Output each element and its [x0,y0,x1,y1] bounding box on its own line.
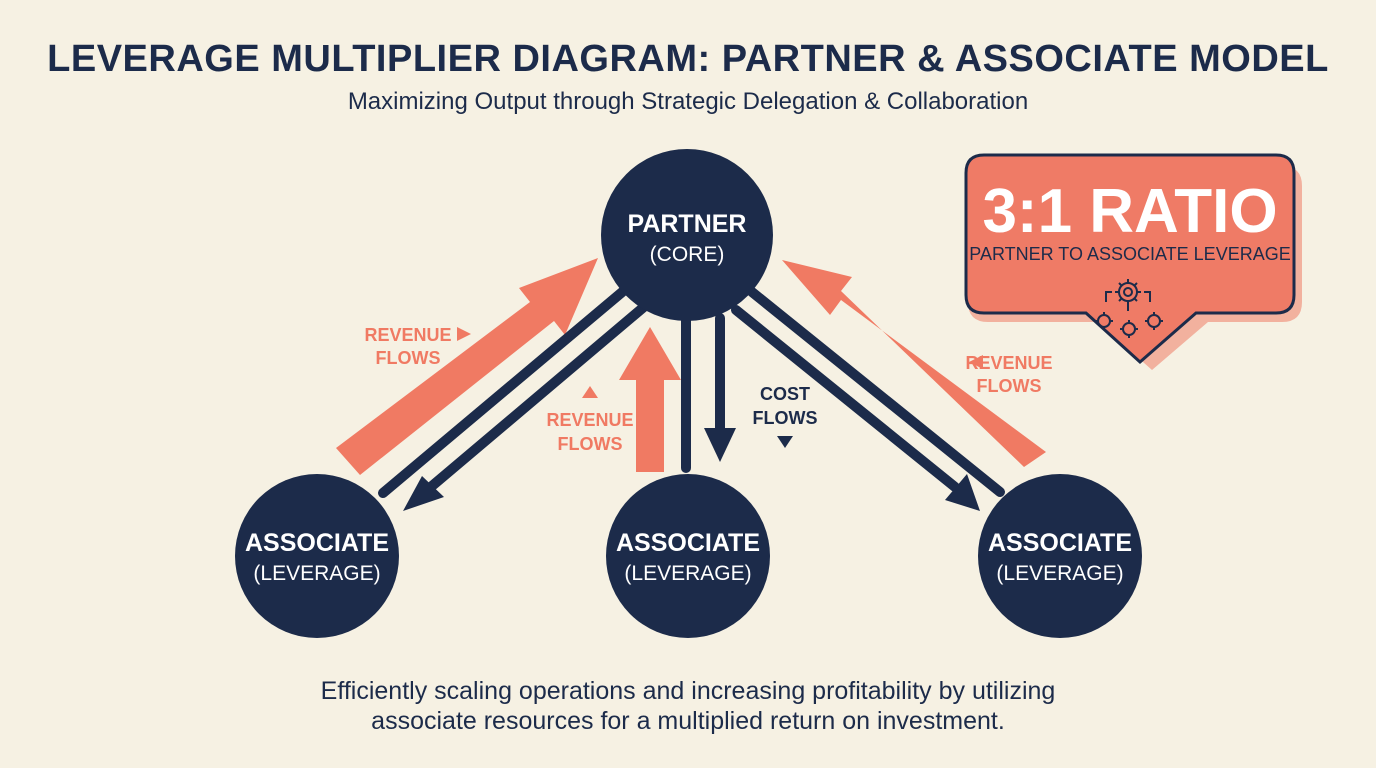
associate-title: ASSOCIATE [988,529,1132,557]
svg-text:FLOWS: FLOWS [753,408,818,428]
associate-subtitle: (LEVERAGE) [624,562,751,585]
footer-text: Efficiently scaling operations and incre… [0,676,1376,736]
cost-lines-left [378,283,650,498]
ratio-caption: PARTNER TO ASSOCIATE LEVERAGE [969,244,1290,264]
cost-lines-center [681,313,725,473]
cost-arrowhead-right [945,474,980,511]
gears-icon [1095,279,1163,338]
cost-label: COST FLOWS [753,384,818,448]
footer-line: associate resources for a multiplied ret… [371,707,1005,735]
ratio-value: 3:1 RATIO [982,177,1277,246]
svg-text:REVENUE: REVENUE [546,410,633,430]
triangle-down-icon [777,436,793,448]
partner-title: PARTNER [628,210,747,238]
svg-text:FLOWS: FLOWS [558,434,623,454]
cost-lines-right [731,287,1005,497]
cost-arrowhead-center [704,428,736,462]
triangle-up-icon [582,386,598,398]
revenue-arrow-right [782,260,1046,467]
revenue-arrow-center [619,327,681,472]
associate-title: ASSOCIATE [616,529,760,557]
associate-node-right: ASSOCIATE (LEVERAGE) [978,474,1142,638]
footer-line: Efficiently scaling operations and incre… [320,677,1056,705]
triangle-right-icon [457,327,471,341]
partner-node: PARTNER (CORE) [601,149,773,321]
svg-text:REVENUE: REVENUE [965,353,1052,373]
triangle-left-icon [969,355,983,369]
cost-arrowhead-left [403,476,444,511]
partner-subtitle: (CORE) [650,243,725,266]
revenue-label-right: REVENUE FLOWS [965,353,1052,396]
associate-node-center: ASSOCIATE (LEVERAGE) [606,474,770,638]
revenue-label-center: REVENUE FLOWS [546,386,634,454]
svg-text:FLOWS: FLOWS [977,376,1042,396]
revenue-label-left: REVENUE FLOWS [364,325,471,368]
associate-node-left: ASSOCIATE (LEVERAGE) [235,474,399,638]
associate-title: ASSOCIATE [245,529,389,557]
page-title: LEVERAGE MULTIPLIER DIAGRAM: PARTNER & A… [47,38,1329,80]
associate-subtitle: (LEVERAGE) [996,562,1123,585]
associate-subtitle: (LEVERAGE) [253,562,380,585]
svg-text:FLOWS: FLOWS [376,348,441,368]
revenue-arrow-left [336,258,598,475]
ratio-callout: 3:1 RATIO PARTNER TO ASSOCIATE LEVERAGE [964,153,1302,370]
svg-text:COST: COST [760,384,810,404]
svg-text:REVENUE: REVENUE [364,325,451,345]
page-subtitle: Maximizing Output through Strategic Dele… [347,88,1029,115]
